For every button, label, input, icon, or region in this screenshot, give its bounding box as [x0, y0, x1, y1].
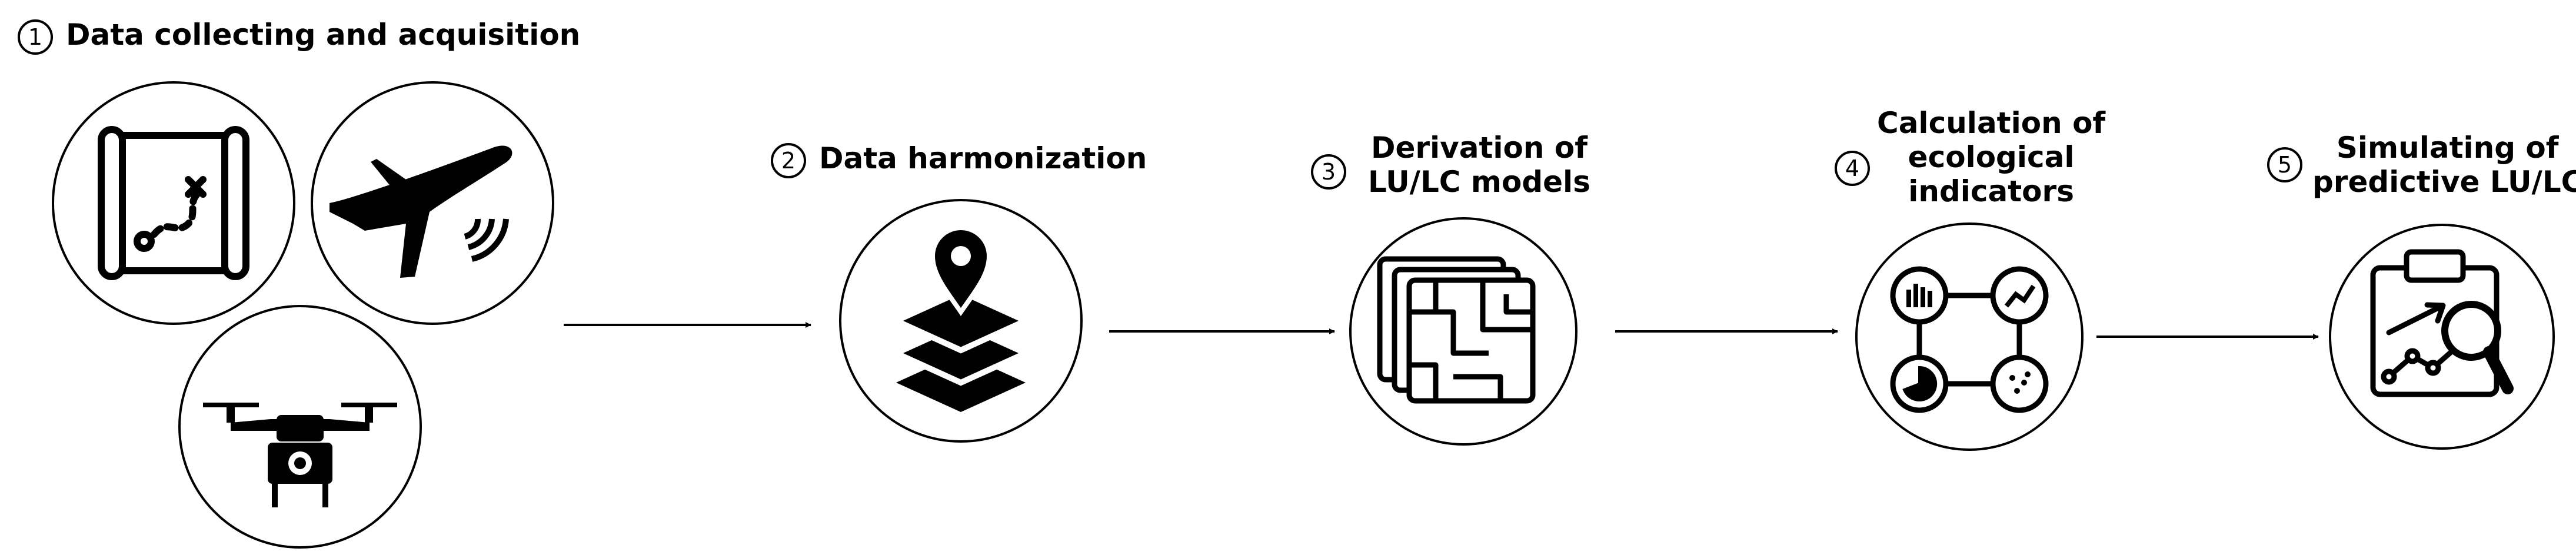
- step-4-label: Calculation of ecological indicators: [1877, 106, 2105, 208]
- step-3-title-line-2: LU/LC models: [1368, 165, 1590, 199]
- step-5-label: Simulating of predictive LU/LC: [2312, 131, 2576, 199]
- step-5-number: 5: [2267, 147, 2302, 182]
- treasure-map-icon: [98, 126, 249, 280]
- step-4-number: 4: [1835, 151, 1870, 186]
- step-4-title-line-1: Calculation of: [1877, 106, 2106, 140]
- airplane-signal-icon: [330, 145, 512, 278]
- step-3-label: Derivation of LU/LC models: [1368, 131, 1590, 199]
- step-1-label: 1 Data collecting and acquisition: [18, 18, 580, 55]
- step-4-circle: [1855, 222, 2084, 451]
- drone-camera-icon: [203, 403, 397, 507]
- step-2-label: 2 Data harmonization: [771, 141, 1147, 178]
- ecological-indicators-charts-icon: [1890, 266, 2049, 413]
- step-2-number: 2: [771, 142, 806, 178]
- step-5-title-line-1: Simulating of: [2336, 131, 2559, 165]
- step-1-title: Data collecting and acquisition: [66, 18, 581, 52]
- step-1-number: 1: [18, 19, 53, 55]
- step-4-title-line-3: indicators: [1908, 174, 2074, 208]
- step-2-title: Data harmonization: [819, 141, 1147, 175]
- step-1-map-circle: [52, 81, 295, 325]
- land-use-map-stack-icon: [1377, 256, 1536, 404]
- layers-location-pin-icon: [888, 225, 1033, 412]
- step-5-title-line-2: predictive LU/LC: [2312, 165, 2576, 199]
- step-3-title-line-1: Derivation of: [1370, 131, 1587, 165]
- predictive-analysis-clipboard-icon: [2370, 249, 2514, 397]
- step-3-number: 3: [1311, 154, 1346, 190]
- step-4-title-line-2: ecological: [1908, 140, 2075, 174]
